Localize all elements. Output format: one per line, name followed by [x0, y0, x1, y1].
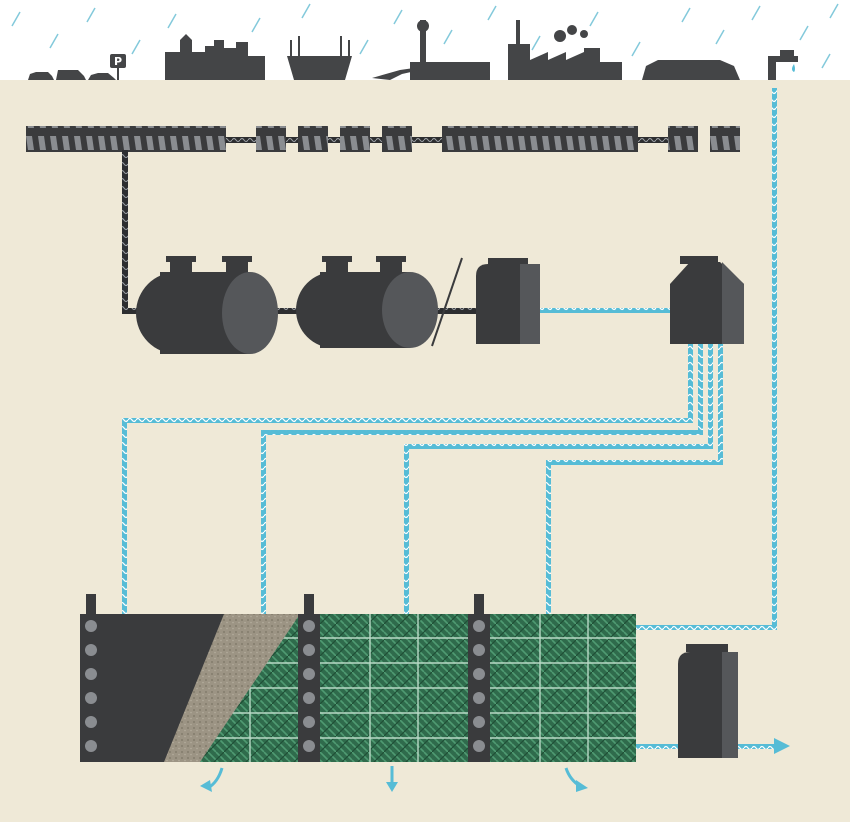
- tap-supply-pipe: [772, 88, 777, 630]
- drainage-channel: [26, 126, 740, 152]
- shaft-ports: [85, 620, 485, 752]
- rain: [11, 3, 839, 69]
- drain-grate: [26, 126, 226, 152]
- infiltration-arrows: [200, 766, 588, 792]
- outflow-arrow-icon: [774, 738, 790, 754]
- separator-tank: [296, 256, 438, 348]
- water-tap-icon: [768, 50, 798, 80]
- settling-tank: [136, 256, 278, 354]
- header-tank: [670, 256, 744, 344]
- airport-icon: [372, 20, 490, 80]
- drain-grate: [256, 126, 286, 152]
- stadium-icon: [287, 36, 352, 80]
- downpipe: [122, 150, 128, 314]
- drain-grate: [340, 126, 370, 152]
- water-pipe: [536, 308, 672, 313]
- outlet-control-tank: [678, 644, 738, 758]
- arrow-down-icon: [386, 782, 398, 792]
- arrow-down-icon: [576, 780, 588, 792]
- arrow-down-icon: [200, 780, 212, 792]
- storage-crate-field: [100, 614, 636, 762]
- filter-chamber: [476, 258, 540, 344]
- parking-sign-label: P: [114, 55, 122, 68]
- drain-grate: [442, 126, 638, 152]
- farm-building-icon: [642, 60, 740, 80]
- drain-grate: [710, 126, 740, 152]
- factory-icon: [508, 20, 622, 80]
- drain-grate: [382, 126, 412, 152]
- break-line: [431, 257, 463, 347]
- crate-cutaway: [100, 614, 224, 762]
- drain-grate: [298, 126, 328, 152]
- city-skyline-icon: [165, 34, 265, 80]
- drain-grate: [668, 126, 698, 152]
- parking-sign-icon: P: [110, 54, 126, 80]
- cars-icon: [28, 70, 116, 80]
